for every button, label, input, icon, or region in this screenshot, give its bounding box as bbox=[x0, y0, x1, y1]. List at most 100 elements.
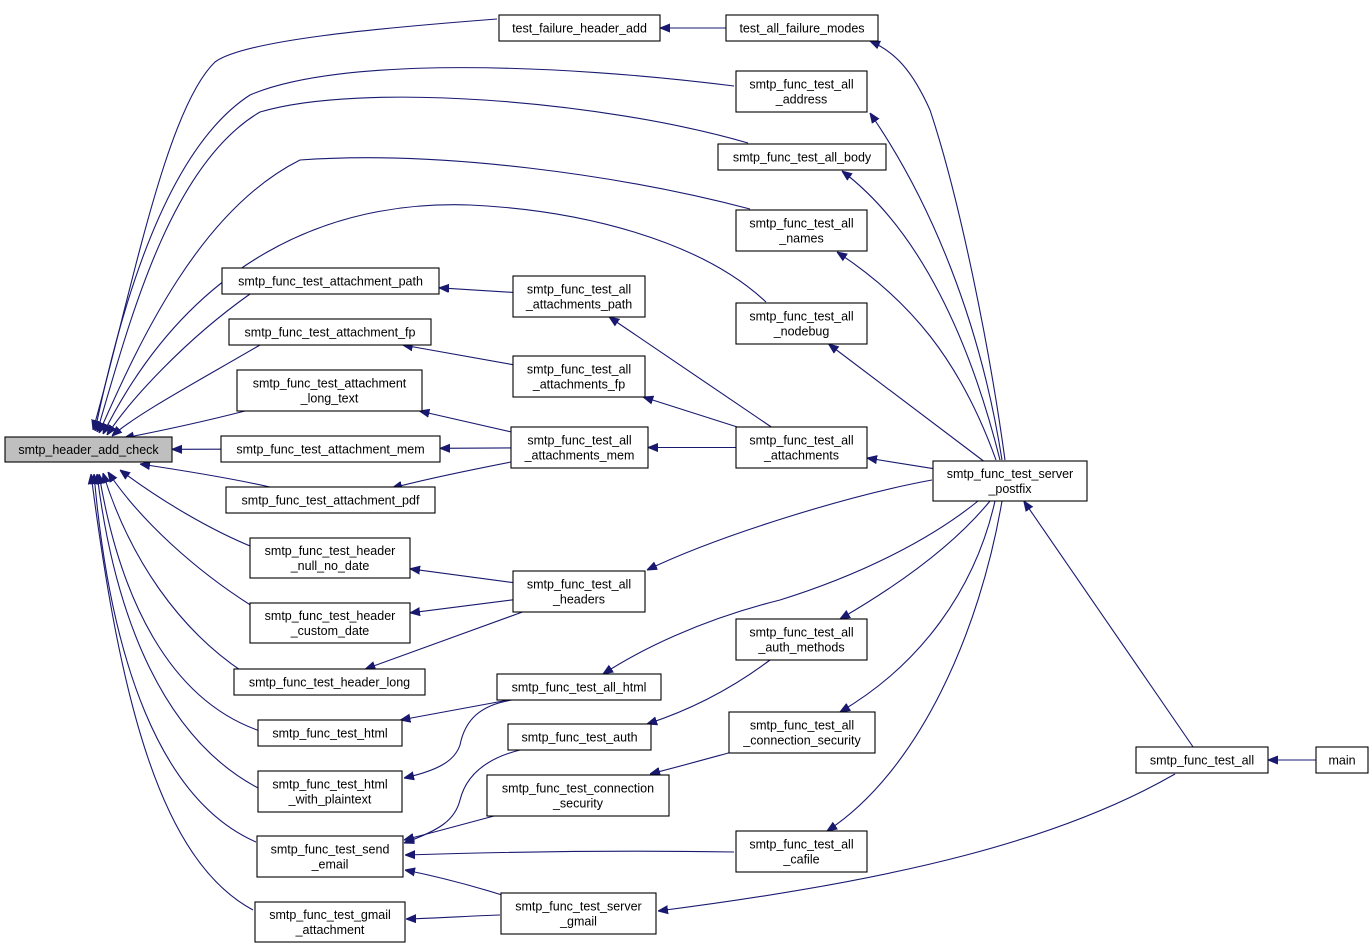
node-smtp-func-test-connection-security[interactable]: smtp_func_test_connection_security bbox=[486, 774, 670, 817]
node-box bbox=[728, 711, 876, 754]
node-smtp-func-test-send-email[interactable]: smtp_func_test_send_email bbox=[256, 835, 404, 878]
node-label: _names bbox=[778, 232, 823, 246]
edge-smtp-func-test-connection-security-to-smtp-func-test-send-email bbox=[404, 815, 495, 840]
node-label: smtp_func_test_attachment_path bbox=[238, 275, 423, 289]
node-smtp-func-test-all-attachments-mem[interactable]: smtp_func_test_all_attachments_mem bbox=[510, 426, 649, 469]
edge-smtp-func-test-attachment-fp-to-smtp-header-add-check bbox=[112, 344, 261, 436]
node-label: test_all_failure_modes bbox=[739, 22, 864, 36]
node-box bbox=[257, 770, 403, 813]
node-smtp-header-add-check[interactable]: smtp_header_add_check bbox=[4, 436, 173, 463]
edge-smtp-func-test-header-null-no-date-to-smtp-header-add-check bbox=[120, 470, 256, 549]
edge-smtp-func-test-auth-to-smtp-func-test-send-email bbox=[404, 749, 521, 843]
node-box bbox=[256, 835, 404, 878]
edge-smtp-func-test-all-attachments-mem-to-smtp-func-test-attachment-pdf bbox=[392, 461, 512, 488]
node-smtp-func-test-all-attachments-fp[interactable]: smtp_func_test_all_attachments_fp bbox=[512, 355, 646, 398]
node-smtp-func-test-gmail-attachment[interactable]: smtp_func_test_gmail_attachment bbox=[254, 901, 406, 943]
node-smtp-func-test-attachment-pdf[interactable]: smtp_func_test_attachment_pdf bbox=[225, 486, 436, 514]
node-box bbox=[735, 830, 868, 873]
node-smtp-func-test-all-connection-security[interactable]: smtp_func_test_all_connection_security bbox=[728, 711, 876, 754]
node-smtp-func-test-all-cafile[interactable]: smtp_func_test_all_cafile bbox=[735, 830, 868, 873]
node-label: main bbox=[1328, 754, 1355, 768]
node-box bbox=[735, 209, 868, 252]
node-label: smtp_func_test_server bbox=[515, 900, 641, 914]
node-smtp-func-test-all-headers[interactable]: smtp_func_test_all_headers bbox=[512, 570, 646, 613]
node-smtp-func-test-attachment-path[interactable]: smtp_func_test_attachment_path bbox=[221, 267, 440, 295]
node-smtp-func-test-header-null-no-date[interactable]: smtp_func_test_header_null_no_date bbox=[249, 537, 411, 579]
edge-smtp-func-test-all-html-to-smtp-func-test-html-with-plaintext bbox=[404, 699, 513, 778]
node-box bbox=[932, 460, 1088, 502]
node-label: _attachments_fp bbox=[532, 378, 625, 392]
node-test-all-failure-modes[interactable]: test_all_failure_modes bbox=[725, 14, 879, 42]
node-label: _attachments bbox=[763, 449, 839, 463]
node-label: smtp_func_test_header_long bbox=[249, 676, 410, 690]
node-smtp-func-test-all-address[interactable]: smtp_func_test_all_address bbox=[735, 70, 868, 113]
node-label: smtp_func_test_all bbox=[750, 719, 854, 733]
node-smtp-func-test-server-gmail[interactable]: smtp_func_test_server_gmail bbox=[500, 892, 657, 935]
node-smtp-func-test-all-auth-methods[interactable]: smtp_func_test_all_auth_methods bbox=[735, 618, 868, 661]
node-smtp-func-test-header-long[interactable]: smtp_func_test_header_long bbox=[233, 668, 426, 696]
node-smtp-func-test-all-names[interactable]: smtp_func_test_all_names bbox=[735, 209, 868, 252]
node-label: smtp_func_test_html bbox=[272, 778, 387, 792]
edge-smtp-func-test-all-html-to-smtp-func-test-html bbox=[400, 699, 509, 720]
edge-smtp-func-test-server-postfix-to-smtp-func-test-all-names bbox=[837, 252, 997, 461]
nodes-layer: smtp_header_add_check test_failure_header… bbox=[4, 14, 1369, 943]
node-smtp-func-test-header-custom-date[interactable]: smtp_func_test_header_custom_date bbox=[249, 602, 411, 644]
node-main[interactable]: main bbox=[1315, 746, 1369, 774]
node-box bbox=[717, 143, 887, 171]
node-smtp-func-test-all-nodebug[interactable]: smtp_func_test_all_nodebug bbox=[735, 302, 868, 345]
node-label: smtp_func_test_attachment bbox=[253, 377, 407, 391]
node-smtp-func-test-all-body[interactable]: smtp_func_test_all_body bbox=[717, 143, 887, 171]
node-box bbox=[510, 426, 649, 469]
node-label: smtp_func_test_all bbox=[527, 283, 631, 297]
node-smtp-func-test-attachment-mem[interactable]: smtp_func_test_attachment_mem bbox=[220, 435, 441, 463]
edge-smtp-func-test-all-to-smtp-func-test-server-gmail bbox=[658, 773, 1176, 911]
node-test-failure-header-add[interactable]: test_failure_header_add bbox=[498, 14, 661, 42]
edge-smtp-func-test-html-to-smtp-header-add-check bbox=[99, 474, 261, 732]
node-box bbox=[512, 355, 646, 398]
node-label: test_failure_header_add bbox=[512, 22, 647, 36]
node-box bbox=[220, 435, 441, 463]
edge-smtp-func-test-attachment-pdf-to-smtp-header-add-check bbox=[140, 464, 271, 488]
node-label: smtp_func_test_all_body bbox=[733, 151, 872, 165]
edge-smtp-func-test-all-headers-to-smtp-func-test-header-custom-date bbox=[410, 599, 514, 613]
node-box bbox=[507, 723, 652, 751]
edge-smtp-func-test-all-attachments-mem-to-smtp-func-test-attachment-long-text bbox=[419, 411, 512, 433]
edge-smtp-func-test-server-postfix-to-smtp-func-test-all-cafile bbox=[827, 500, 1003, 831]
node-label: smtp_func_test_header bbox=[265, 544, 396, 558]
node-box bbox=[496, 673, 662, 701]
edge-smtp-func-test-server-postfix-to-smtp-func-test-all-connection-security bbox=[840, 500, 996, 712]
edge-smtp-func-test-all-connection-security-to-smtp-func-test-connection-security bbox=[650, 751, 733, 774]
node-label: _postfix bbox=[987, 482, 1032, 496]
node-label: smtp_func_test_attachment_pdf bbox=[242, 494, 420, 508]
node-label: smtp_func_test_all_html bbox=[512, 681, 647, 695]
edge-smtp-func-test-server-postfix-to-smtp-func-test-all-headers bbox=[647, 479, 933, 570]
edge-smtp-func-test-server-postfix-to-smtp-func-test-all-nodebug bbox=[829, 344, 984, 462]
edge-smtp-func-test-all-cafile-to-smtp-func-test-send-email bbox=[405, 851, 735, 855]
node-label: _cafile bbox=[782, 853, 819, 867]
node-smtp-func-test-all[interactable]: smtp_func_test_all bbox=[1135, 746, 1269, 774]
node-smtp-func-test-attachment-long-text[interactable]: smtp_func_test_attachment_long_text bbox=[236, 369, 423, 412]
node-box bbox=[233, 668, 426, 696]
node-label: smtp_func_test_all bbox=[749, 626, 853, 640]
node-box bbox=[735, 70, 868, 113]
node-smtp-func-test-auth[interactable]: smtp_func_test_auth bbox=[507, 723, 652, 751]
node-smtp-func-test-all-attachments[interactable]: smtp_func_test_all_attachments bbox=[735, 426, 868, 469]
node-smtp-func-test-all-attachments-path[interactable]: smtp_func_test_all_attachments_path bbox=[512, 275, 646, 318]
node-smtp-func-test-all-html[interactable]: smtp_func_test_all_html bbox=[496, 673, 662, 701]
node-label: _headers bbox=[552, 593, 605, 607]
node-label: smtp_header_add_check bbox=[18, 443, 159, 457]
node-label: smtp_func_test_attachment_mem bbox=[236, 443, 424, 457]
node-label: _attachments_path bbox=[525, 298, 632, 312]
node-smtp-func-test-html[interactable]: smtp_func_test_html bbox=[257, 719, 403, 747]
node-label: smtp_func_test_all bbox=[749, 838, 853, 852]
node-label: _nodebug bbox=[773, 325, 830, 339]
node-smtp-func-test-server-postfix[interactable]: smtp_func_test_server_postfix bbox=[932, 460, 1088, 502]
node-label: _email bbox=[311, 858, 349, 872]
node-box bbox=[735, 618, 868, 661]
node-label: _address bbox=[775, 93, 827, 107]
edge-smtp-func-test-all-attachments-to-smtp-func-test-all-attachments-fp bbox=[643, 397, 738, 428]
node-smtp-func-test-html-with-plaintext[interactable]: smtp_func_test_html_with_plaintext bbox=[257, 770, 403, 813]
node-box bbox=[498, 14, 661, 42]
node-smtp-func-test-attachment-fp[interactable]: smtp_func_test_attachment_fp bbox=[228, 318, 432, 346]
node-label: _with_plaintext bbox=[288, 793, 372, 807]
